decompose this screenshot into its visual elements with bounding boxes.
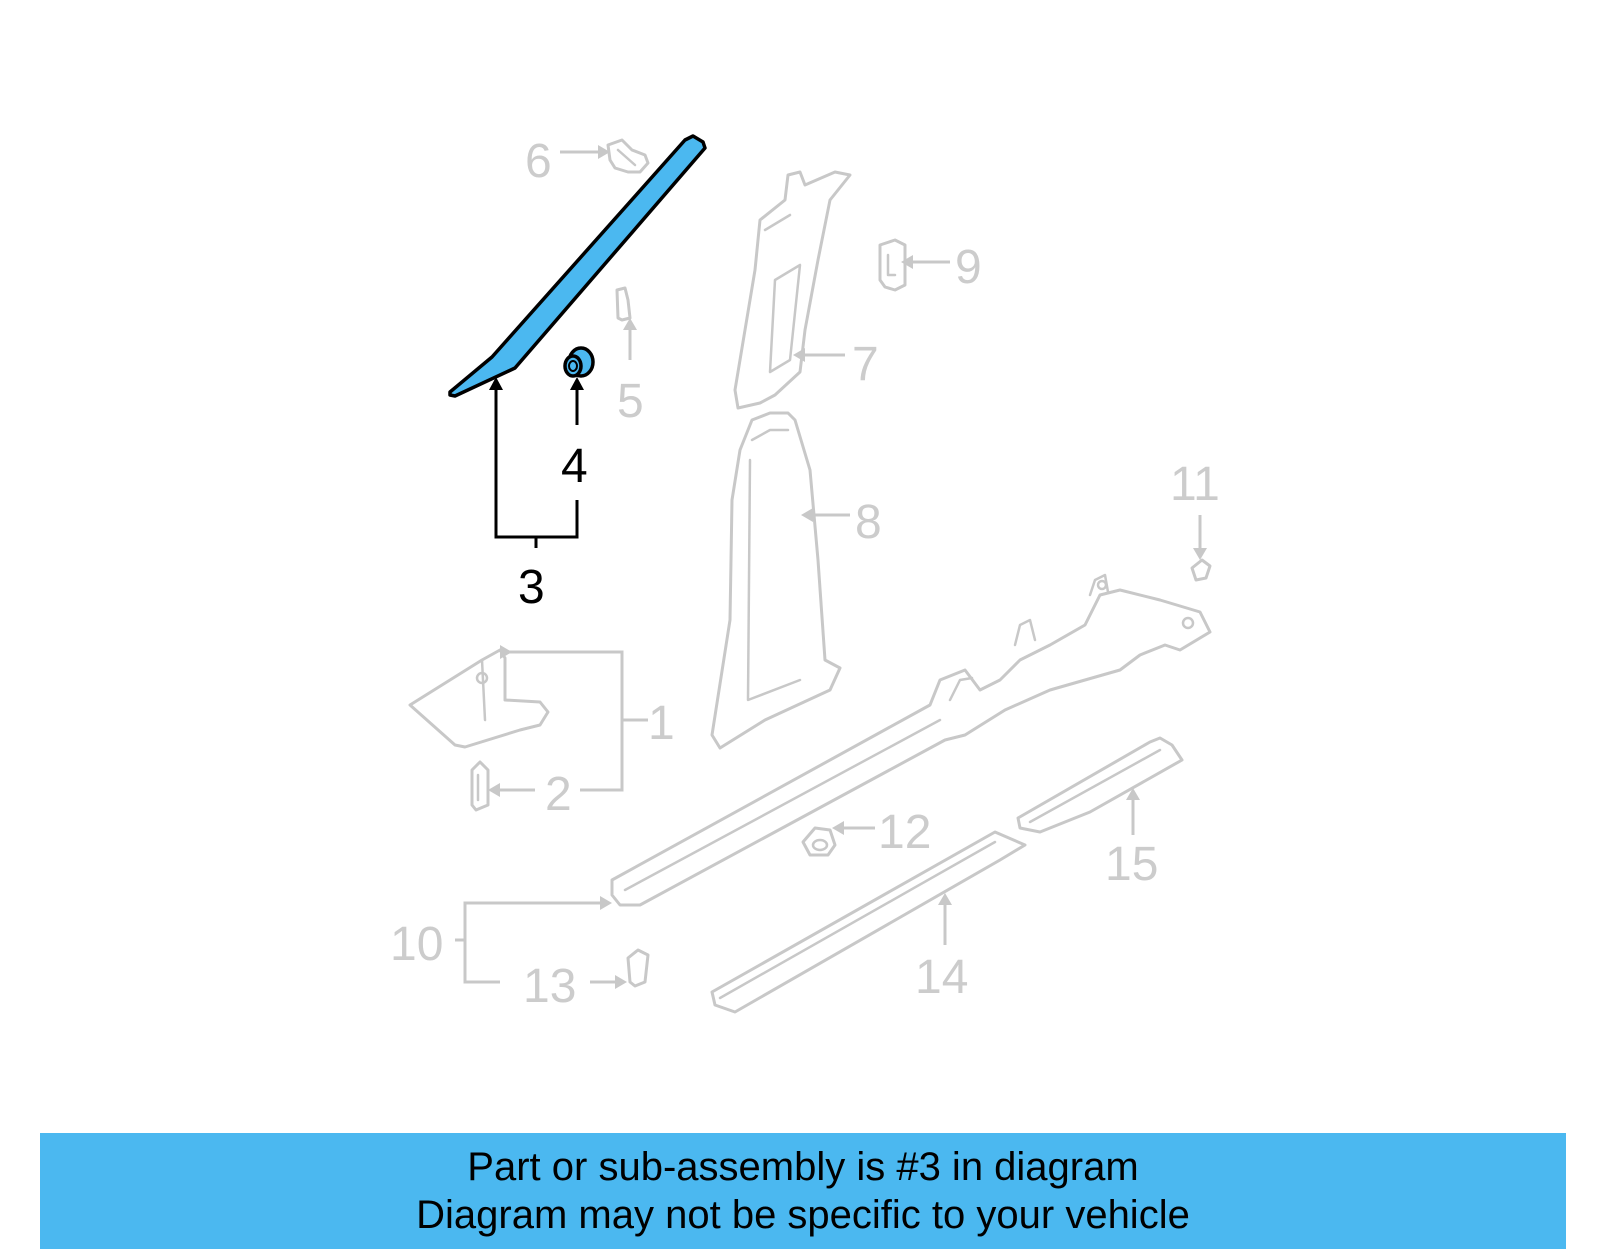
callout-5[interactable]: 5 xyxy=(617,375,644,428)
callout-6[interactable]: 6 xyxy=(525,135,552,188)
leader-lines xyxy=(455,145,1207,989)
callout-10[interactable]: 10 xyxy=(390,918,443,971)
callout-4[interactable]: 4 xyxy=(561,440,588,493)
part-6-screw xyxy=(606,138,650,174)
part-12-clip xyxy=(801,826,837,857)
info-banner: Part or sub-assembly is #3 in diagram Di… xyxy=(40,1133,1566,1249)
callout-3[interactable]: 3 xyxy=(518,561,545,614)
part-11-clip xyxy=(1190,558,1212,582)
part-8-b-pillar-lower xyxy=(710,411,842,750)
part-15-scuff-plate xyxy=(1016,736,1184,834)
part-10-sill-trim xyxy=(610,573,1212,907)
part-7-b-pillar-upper xyxy=(733,170,852,410)
banner-line-1: Part or sub-assembly is #3 in diagram xyxy=(467,1145,1139,1189)
part-1-kick-panel xyxy=(408,648,550,749)
callout-11[interactable]: 11 xyxy=(1170,458,1220,511)
part-9-clip xyxy=(878,238,907,292)
leader-lines-highlighted xyxy=(489,377,584,548)
banner-line-2: Diagram may not be specific to your vehi… xyxy=(416,1193,1190,1237)
part-13-clip xyxy=(626,948,650,988)
part-3-a-pillar-trim[interactable] xyxy=(448,134,707,398)
part-2-clip xyxy=(470,760,490,812)
part-14-sill-plate xyxy=(710,830,1027,1014)
callout-13[interactable]: 13 xyxy=(523,960,576,1013)
callout-9[interactable]: 9 xyxy=(955,241,982,294)
part-5-clip xyxy=(615,286,632,322)
callout-15[interactable]: 15 xyxy=(1105,838,1158,891)
callout-2[interactable]: 2 xyxy=(545,768,572,821)
callout-7[interactable]: 7 xyxy=(852,338,879,391)
callout-labels: 1 2 3 4 5 6 7 8 9 10 11 12 13 14 15 xyxy=(390,135,1220,1013)
callout-8[interactable]: 8 xyxy=(855,496,882,549)
part-4-clip[interactable] xyxy=(563,346,595,378)
callout-14[interactable]: 14 xyxy=(915,951,968,1004)
callout-1[interactable]: 1 xyxy=(648,697,675,750)
callout-12[interactable]: 12 xyxy=(878,806,931,859)
